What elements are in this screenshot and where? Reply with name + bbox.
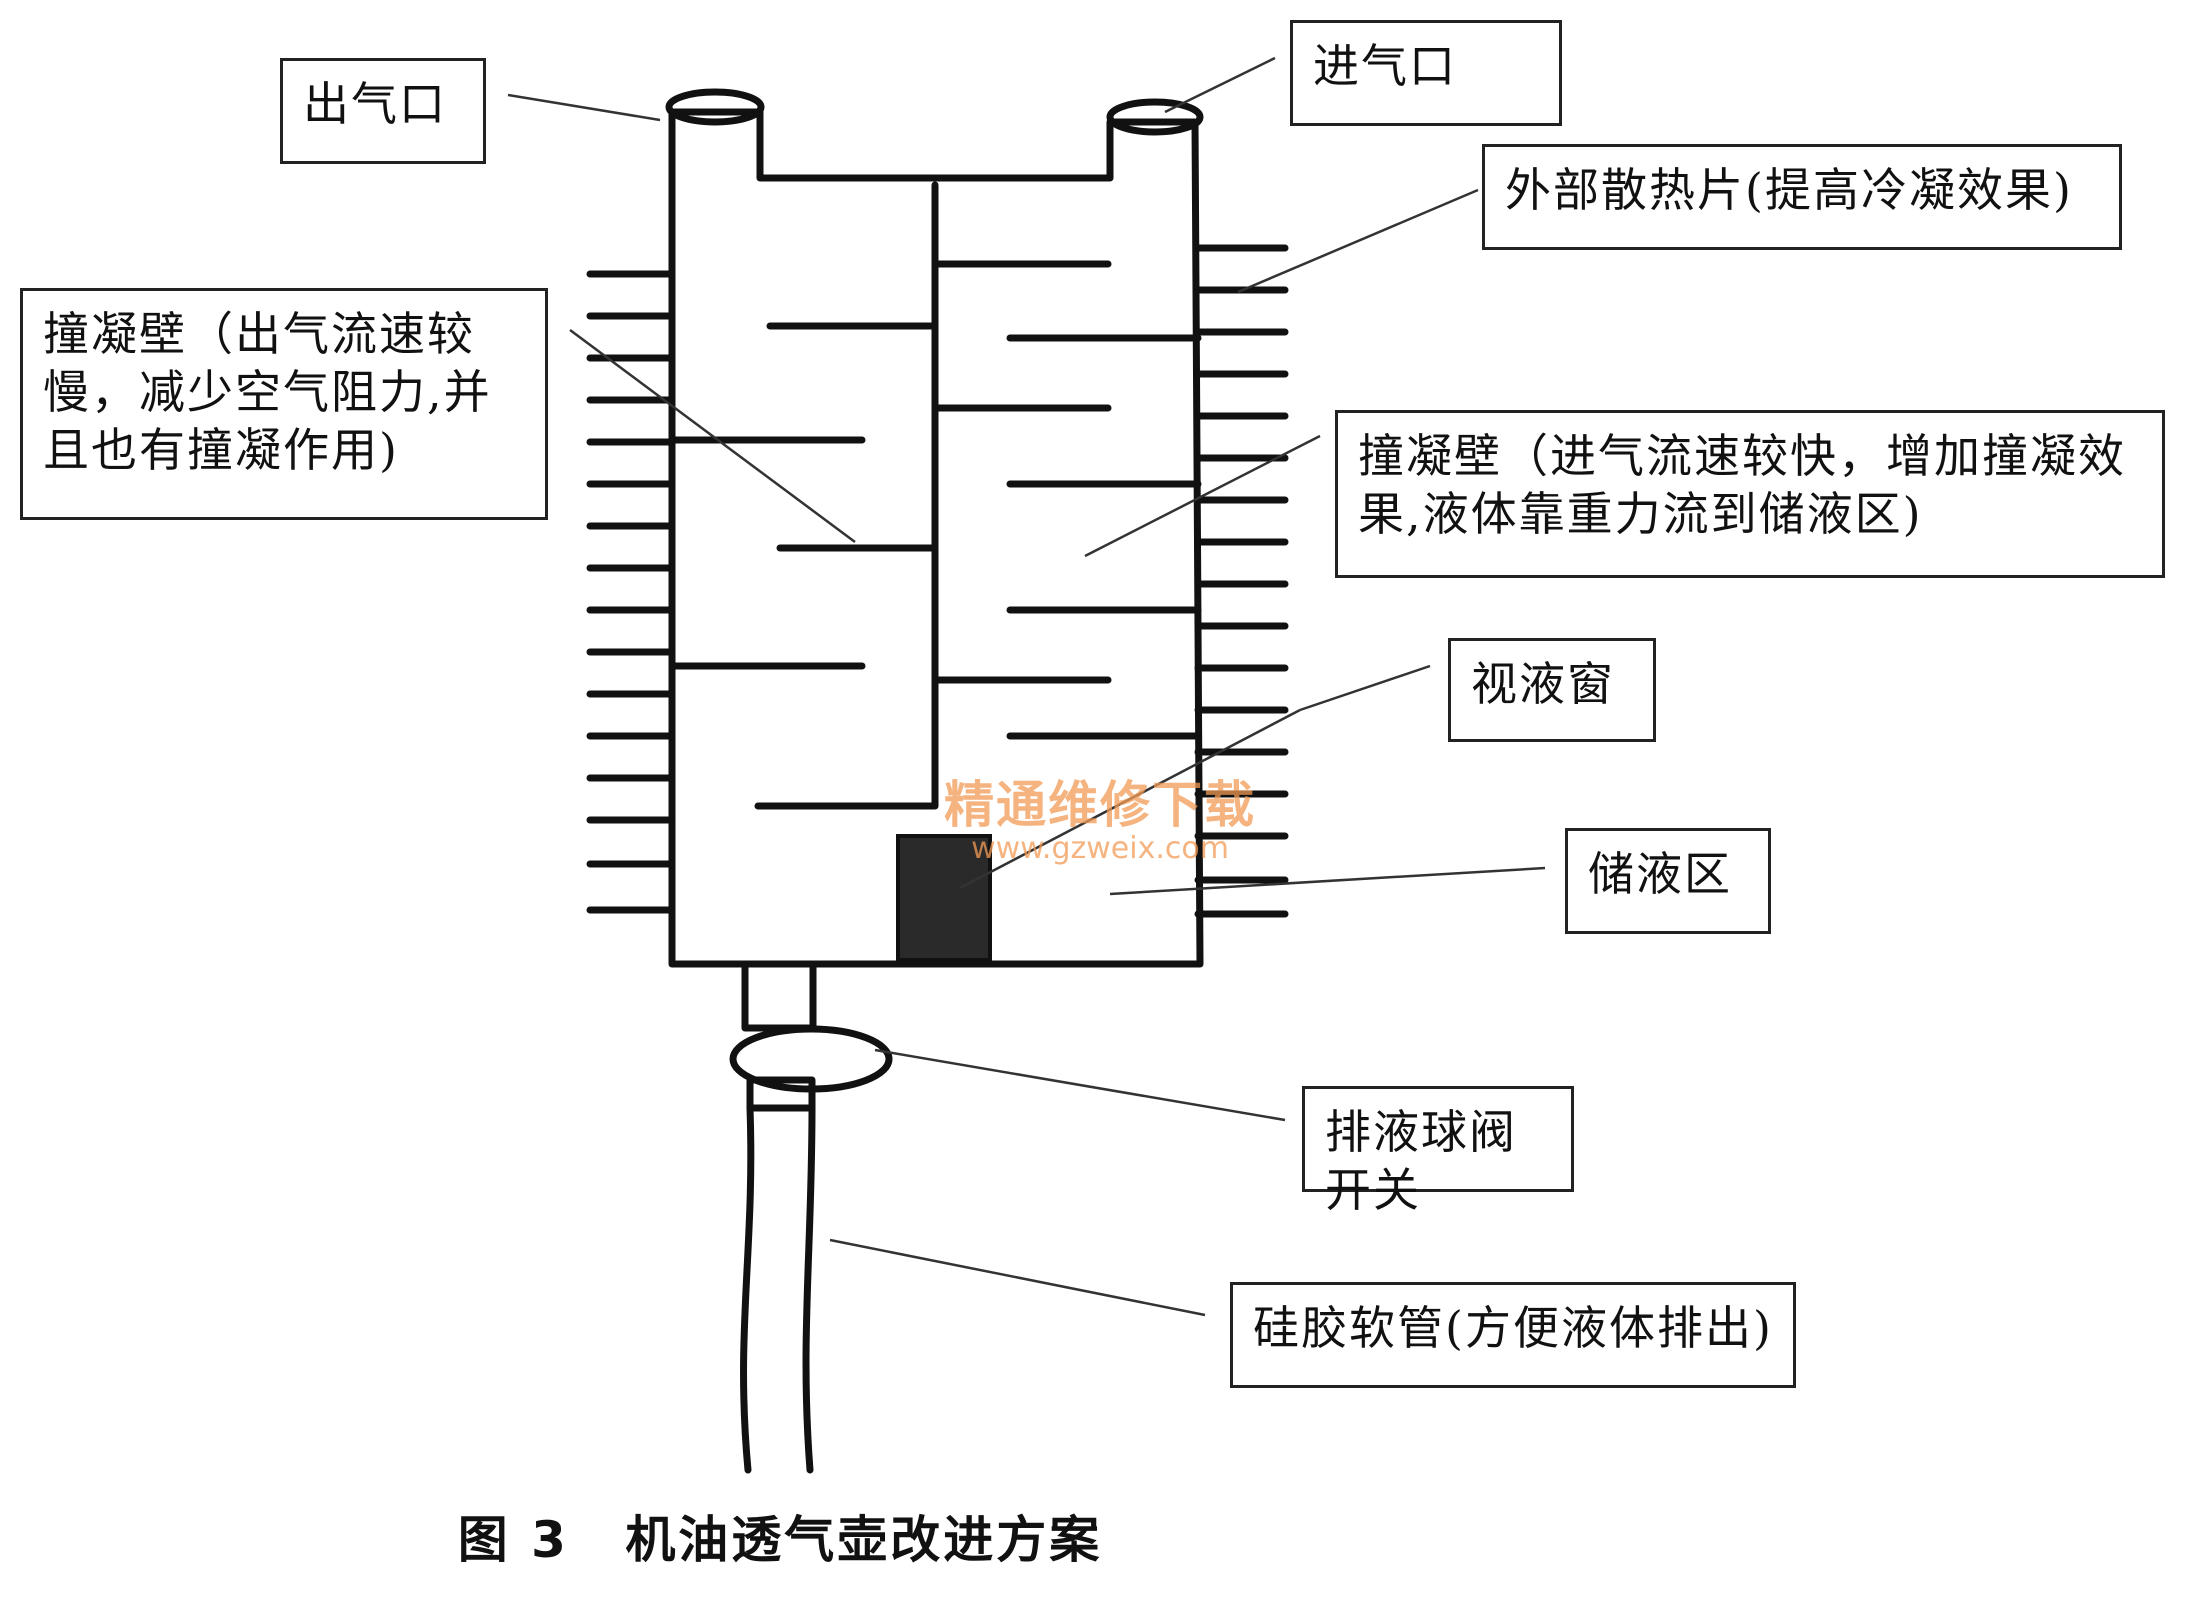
outlet-wall-label-line-2: 慢，减少空气阻力,并 <box>43 365 492 419</box>
hose-label: 硅胶软管(方便液体排出) <box>1230 1282 1796 1388</box>
drain-neck <box>741 960 817 1032</box>
inlet-pipe-mouth <box>1106 98 1204 136</box>
outlet-pipe-mouth <box>665 88 765 126</box>
sight-window <box>896 834 992 962</box>
leader-lines <box>507 56 1546 1317</box>
reservoir-label: 储液区 <box>1565 828 1771 934</box>
silicone-hose <box>740 1104 816 1474</box>
outlet-chamber-divider-baffles <box>754 322 939 810</box>
watermark-title: 精通维修下载 <box>944 776 1256 834</box>
inlet-wall-label: 撞凝壁（进气流速较快，增加撞凝效 果,液体靠重力流到储液区) <box>1335 410 2165 578</box>
valve-outlet-neck <box>746 1076 816 1112</box>
fins-label: 外部散热片(提高冷凝效果) <box>1482 144 2122 250</box>
right-cooling-fins <box>1194 244 1289 918</box>
inlet-label: 进气口 <box>1290 20 1562 126</box>
left-cooling-fins <box>586 270 676 914</box>
watermark-url: www.gzweix.com <box>971 831 1229 866</box>
watermark: 精通维修下载 www.gzweix.com <box>920 765 1280 866</box>
outlet-wall-label-line-1: 撞凝壁（出气流速较 <box>43 307 475 361</box>
outlet-wall-label: 撞凝壁（出气流速较 慢，减少空气阻力,并 且也有撞凝作用) <box>20 288 548 520</box>
figure-caption: 图 3 机油透气壶改进方案 <box>0 1500 1560 1572</box>
outlet-wall-label-line-3: 且也有撞凝作用) <box>43 423 399 477</box>
inlet-chamber-wall-baffles <box>1006 334 1202 740</box>
inlet-wall-label-line-2: 果,液体靠重力流到储液区) <box>1358 487 1923 541</box>
outlet-chamber-baffles <box>668 436 866 670</box>
figure-number: 图 3 <box>457 1511 569 1569</box>
inlet-wall-label-line-1: 撞凝壁（进气流速较快，增加撞凝效 <box>1358 429 2126 483</box>
figure-title: 机油透气壶改进方案 <box>625 1511 1103 1569</box>
drain-valve-label: 排液球阀开关 <box>1302 1086 1574 1217</box>
outlet-label: 出气口 <box>280 58 486 164</box>
sight-window-label: 视液窗 <box>1448 638 1656 742</box>
inlet-chamber-divider-baffles <box>931 260 1112 684</box>
catch-can-body <box>668 108 1204 968</box>
